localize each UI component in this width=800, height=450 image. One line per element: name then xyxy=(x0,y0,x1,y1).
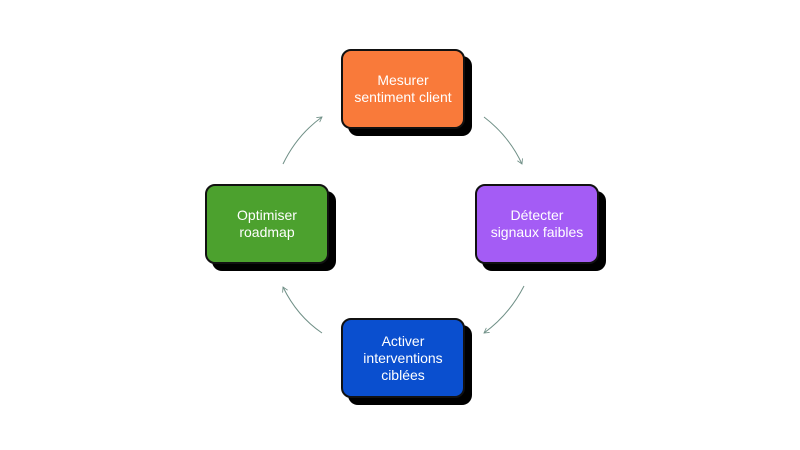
arrow-right-to-bottom xyxy=(483,285,525,334)
node-label: Activer interventions ciblées xyxy=(341,318,465,398)
node-label: Mesurer sentiment client xyxy=(341,49,465,129)
node-optimiser-roadmap: Optimiser roadmap xyxy=(205,184,336,271)
node-mesurer-sentiment-client: Mesurer sentiment client xyxy=(341,49,472,136)
node-detecter-signaux-faibles: Détecter signaux faibles xyxy=(475,184,606,271)
node-label: Optimiser roadmap xyxy=(205,184,329,264)
node-activer-interventions-ciblees: Activer interventions ciblées xyxy=(341,318,472,405)
arrow-bottom-to-left xyxy=(282,286,323,334)
node-label: Détecter signaux faibles xyxy=(475,184,599,264)
arrow-left-to-top xyxy=(282,116,323,165)
arrow-top-to-right xyxy=(483,116,523,165)
